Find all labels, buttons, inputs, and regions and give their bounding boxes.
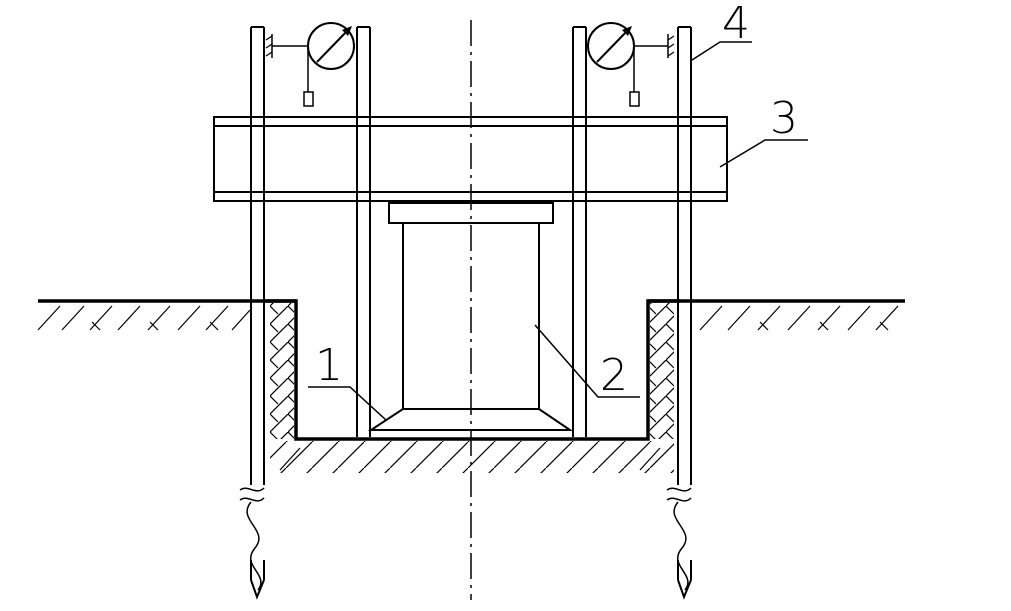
label-3: 3 (770, 93, 798, 144)
anchor-pile-left (239, 26, 265, 600)
reference-beam-left (356, 26, 371, 437)
dial-gauge-right (587, 22, 675, 107)
leader-lines (308, 41, 808, 421)
reaction-beam (213, 116, 728, 202)
dial-gauge-left (265, 22, 355, 107)
label-1: 1 (315, 340, 343, 391)
load-plate (367, 408, 574, 431)
label-4: 4 (722, 0, 750, 49)
test-pit (264, 299, 680, 473)
label-2: 2 (600, 350, 628, 401)
anchor-pile-right (666, 26, 692, 600)
